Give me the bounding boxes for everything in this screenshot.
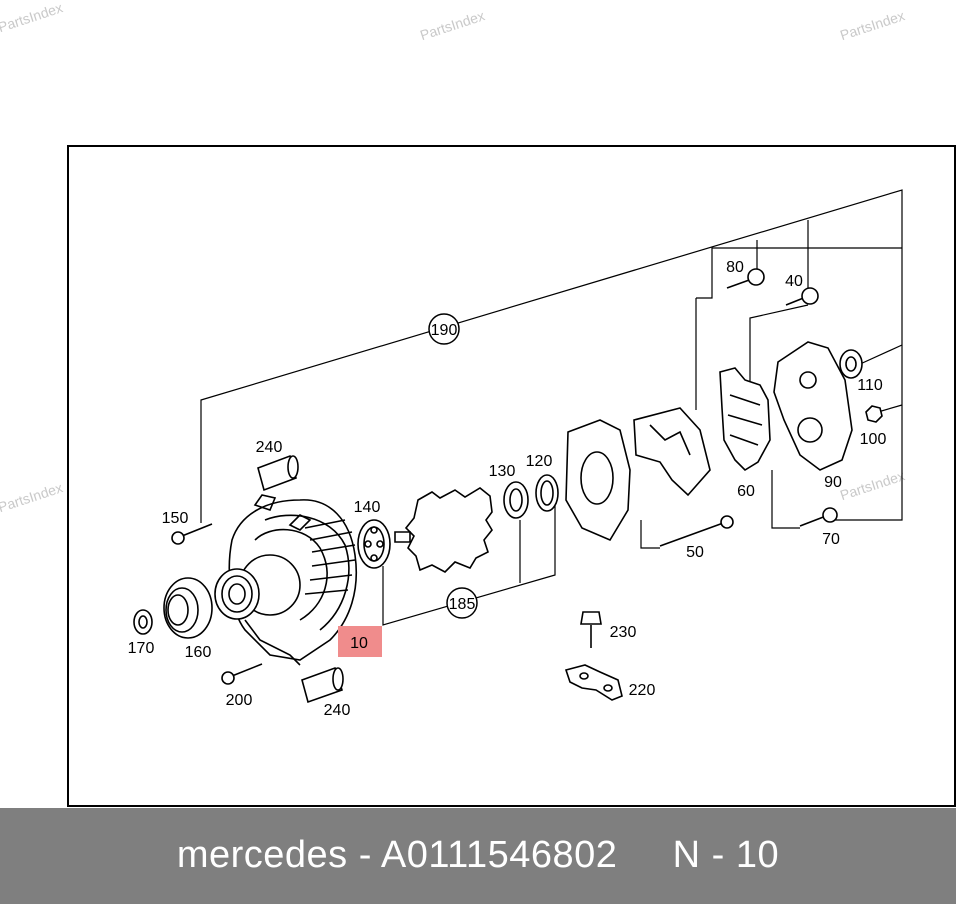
callout-120: 120 (526, 453, 553, 470)
cover-90 (773, 341, 853, 471)
nut-100 (865, 405, 883, 423)
regulator-60 (719, 367, 771, 472)
bearing-140 (357, 519, 391, 569)
bolt-50 (659, 515, 734, 547)
pulley-160 (163, 577, 213, 639)
leader-70 (771, 470, 800, 529)
alternator-housing-10 (228, 494, 358, 666)
callout-10: 10 (350, 635, 368, 652)
callout-185-circle (446, 587, 478, 619)
callout-100: 100 (860, 431, 887, 448)
screw-80 (726, 268, 765, 289)
rectifier (633, 407, 711, 497)
callout-160: 160 (185, 644, 212, 661)
callout-150: 150 (162, 510, 189, 527)
callout-40: 40 (785, 273, 803, 290)
callout-10-highlight (338, 626, 382, 657)
callout-240-bottom: 240 (324, 702, 351, 719)
screw-70 (799, 507, 838, 527)
nut-110 (839, 349, 863, 379)
ring-120 (535, 474, 559, 512)
nut-170 (133, 609, 153, 635)
bolt-230 (580, 611, 602, 648)
parts-diagram: 190 185 (67, 145, 956, 807)
pulley-front (214, 568, 260, 620)
bearing-130 (503, 481, 529, 519)
leader-100 (877, 404, 903, 413)
footer-bar: mercedes - A0111546802 N - 10 (0, 808, 956, 904)
bolt-200 (221, 663, 263, 685)
bolt-150 (171, 523, 213, 545)
leader-80-branch (696, 247, 902, 299)
callout-60: 60 (737, 483, 755, 500)
callout-200: 200 (226, 692, 253, 709)
sleeve-240-top (257, 454, 299, 492)
callout-140: 140 (354, 499, 381, 516)
callout-190: 190 (431, 322, 458, 339)
callout-130: 130 (489, 463, 516, 480)
leader-190 (200, 189, 903, 523)
leader-50 (640, 520, 660, 549)
rotor (394, 487, 493, 573)
part-number-caption: mercedes - A0111546802 N - 10 (176, 834, 780, 876)
sleeve-240-bottom (301, 666, 344, 704)
callout-190-circle (428, 313, 460, 345)
screw-40 (785, 287, 819, 306)
bracket-220 (564, 664, 623, 701)
callout-240-top: 240 (256, 439, 283, 456)
callout-220: 220 (629, 682, 656, 699)
callout-50: 50 (686, 544, 704, 561)
leader-110 (857, 344, 903, 366)
end-shield (565, 419, 631, 542)
callout-170: 170 (128, 640, 155, 657)
callout-185: 185 (449, 596, 476, 613)
diagram-frame (67, 145, 956, 807)
callout-90: 90 (824, 474, 842, 491)
callout-80: 80 (726, 259, 744, 276)
callout-110: 110 (857, 377, 883, 394)
callout-230: 230 (610, 624, 637, 641)
callout-70: 70 (822, 531, 840, 548)
